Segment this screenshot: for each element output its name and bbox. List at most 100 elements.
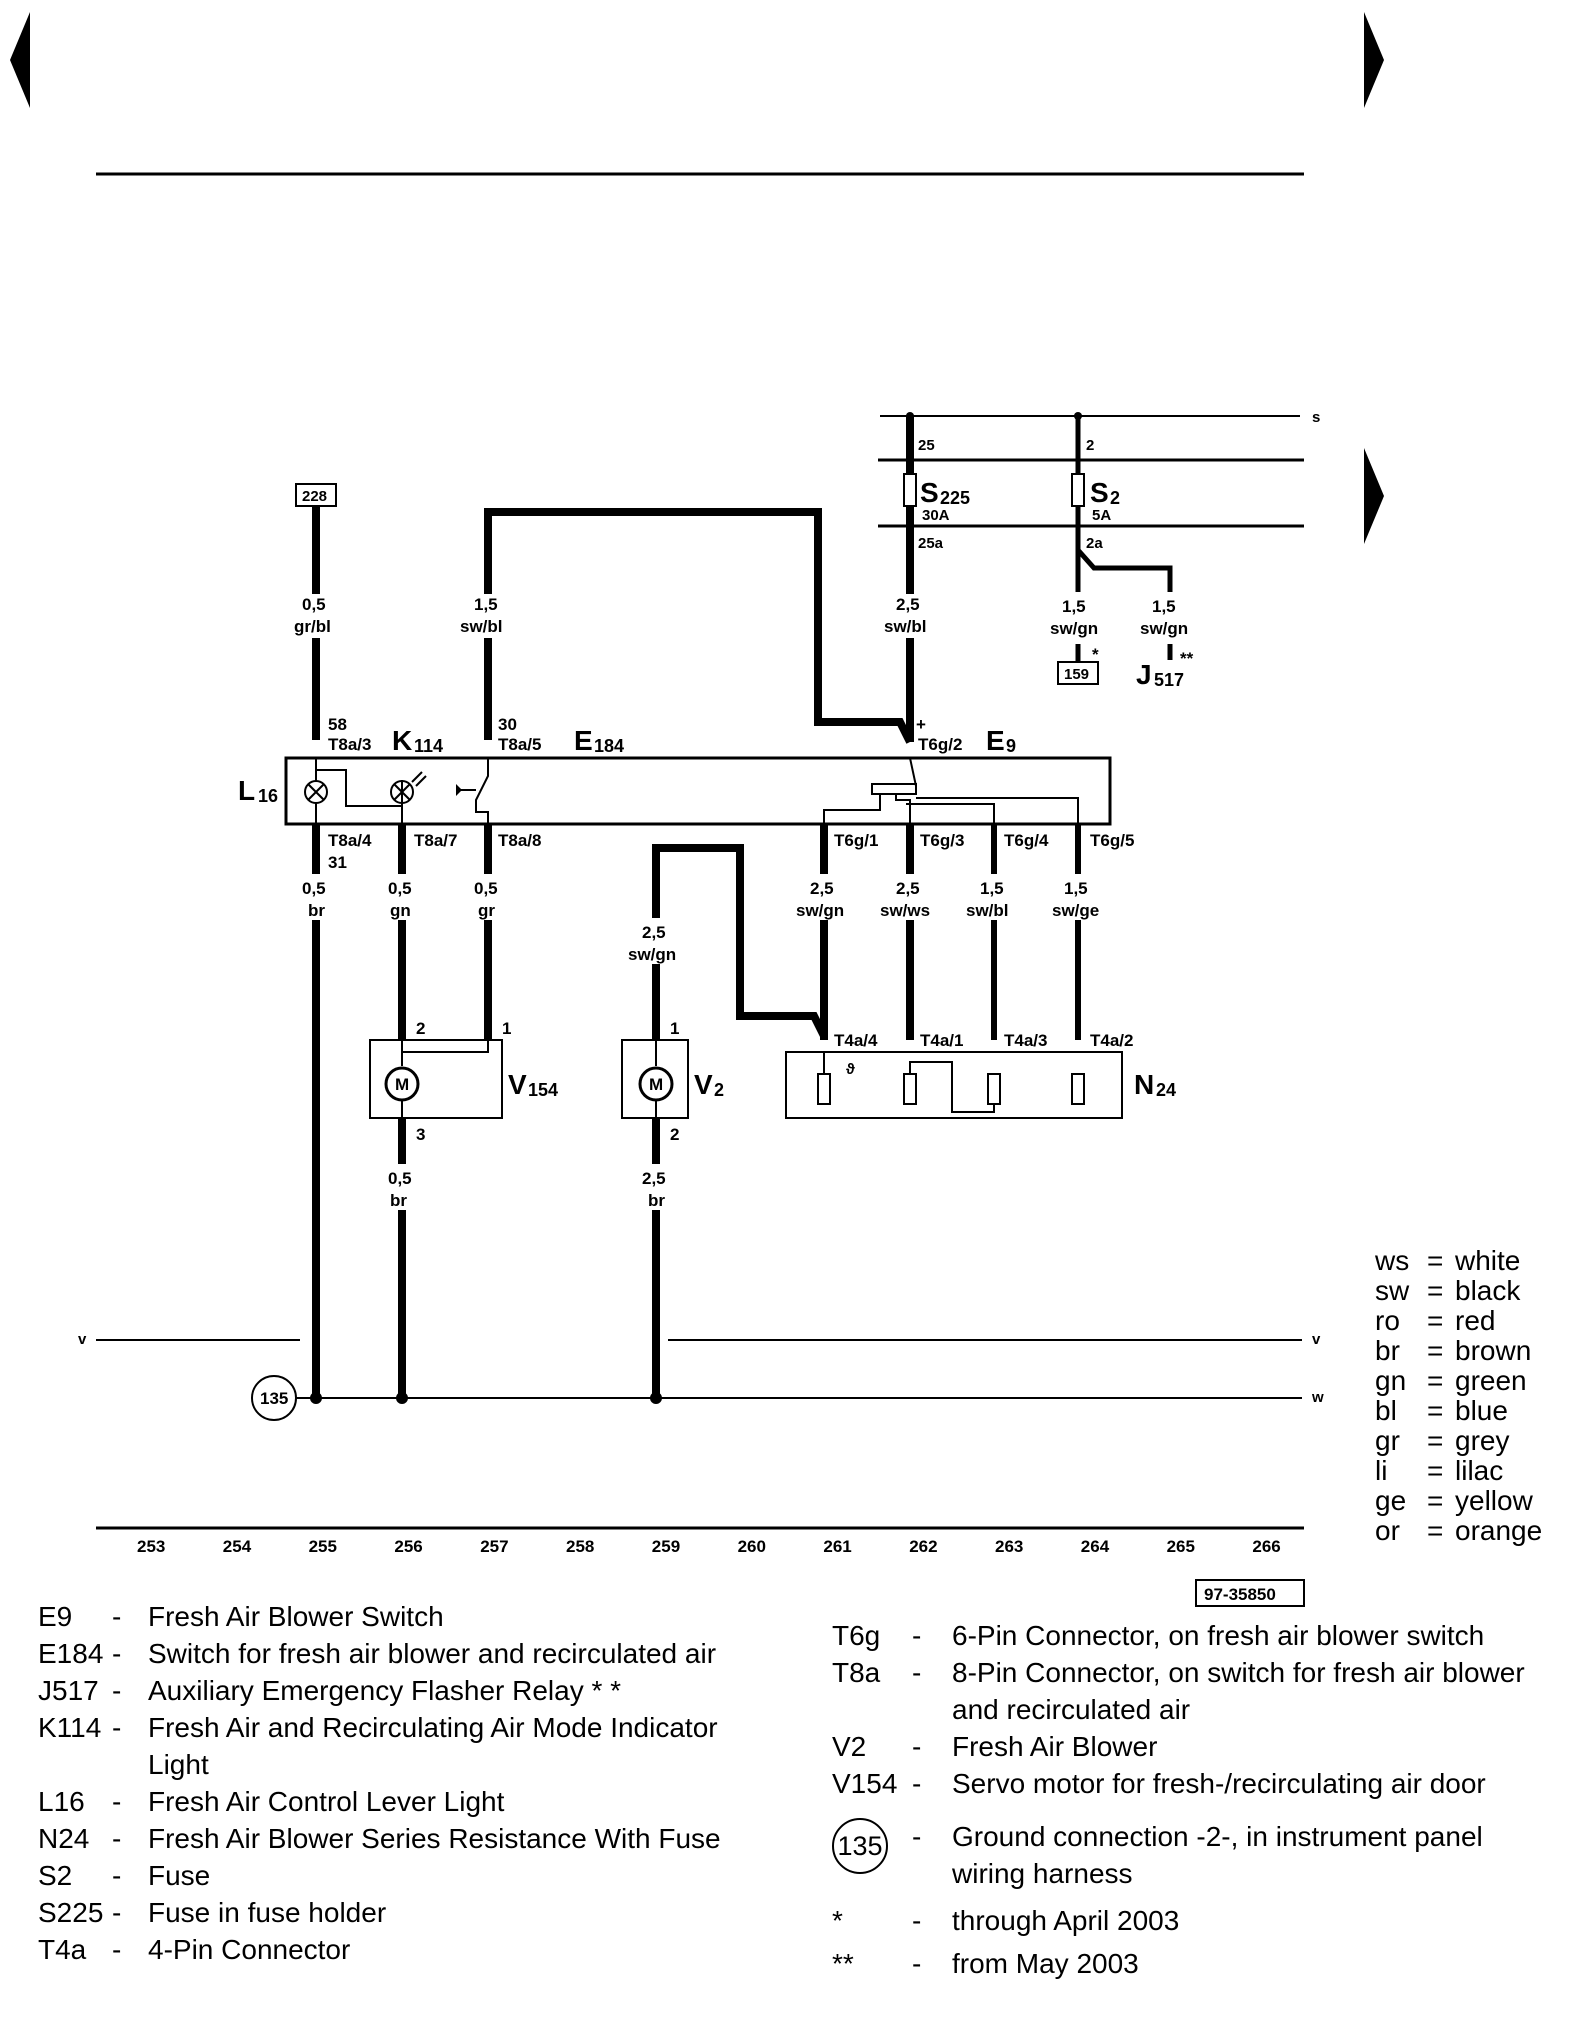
pin-v154-3: 3 <box>416 1125 425 1144</box>
wire-255top-size: 0,5 <box>302 595 326 614</box>
pin-v154-1: 1 <box>502 1019 511 1038</box>
color-key-row: ge=yellow <box>1375 1486 1542 1516</box>
prev-page-arrow[interactable] <box>10 12 30 108</box>
legend-code: V2 <box>832 1731 867 1762</box>
next-page-arrow[interactable] <box>1364 12 1384 108</box>
grid-number: 254 <box>223 1537 252 1556</box>
legend-code: S225 <box>38 1897 104 1928</box>
color-equals: = <box>1427 1395 1444 1426</box>
resistor-4 <box>1071 1073 1085 1105</box>
legend-description: 6-Pin Connector, on fresh air blower swi… <box>952 1617 1484 1654</box>
color-abbrev: sw <box>1375 1275 1410 1306</box>
pin-v154-2: 2 <box>416 1019 425 1038</box>
wire-264b-size: 1,5 <box>1152 597 1176 616</box>
grid-number: 263 <box>995 1537 1023 1556</box>
label-s225-sub: 225 <box>940 488 970 508</box>
pin-t6g1: T6g/1 <box>834 831 878 850</box>
legend-dash: - <box>912 1905 922 1936</box>
wire-264b-color: sw/gn <box>1140 619 1188 638</box>
ground-node-259 <box>650 1392 662 1404</box>
legend-dash: - <box>112 1897 122 1928</box>
label-n24-sub: 24 <box>1156 1080 1176 1100</box>
grid-number: 256 <box>394 1537 422 1556</box>
label-l16: L <box>238 775 255 806</box>
legend-dash: - <box>912 1768 922 1799</box>
legend-description: Fresh Air Blower Series Resistance With … <box>148 1820 721 1857</box>
legend-row: S2-Fuse <box>38 1857 721 1894</box>
label-s225: S <box>920 477 939 508</box>
legend-description-line: through April 2003 <box>952 1905 1180 1936</box>
wire-257bot-size: 0,5 <box>474 879 498 898</box>
legend-description-line: Servo motor for fresh-/recirculating air… <box>952 1768 1486 1799</box>
legend-description-line: Light <box>148 1749 209 1780</box>
legend-code: ** <box>832 1948 854 1979</box>
color-name: yellow <box>1455 1485 1533 1516</box>
color-abbrev: br <box>1375 1335 1400 1366</box>
wire-256bot-size: 0,5 <box>388 879 412 898</box>
switch-assembly-box <box>284 756 1112 826</box>
wire-256bot-color: gn <box>390 901 411 920</box>
label-s2-sub: 2 <box>1110 488 1120 508</box>
legend-row: 135-Ground connection -2-, in instrument… <box>832 1818 1525 1892</box>
legend-row: E184-Switch for fresh air blower and rec… <box>38 1635 721 1672</box>
legend-description-line: wiring harness <box>952 1858 1133 1889</box>
label-n24: N <box>1134 1069 1154 1100</box>
pin-25: 25 <box>918 437 935 454</box>
legend-description-line: Fuse in fuse holder <box>148 1897 387 1928</box>
node-s-264 <box>1074 412 1082 420</box>
legend-description-line: 6-Pin Connector, on fresh air blower swi… <box>952 1620 1485 1651</box>
legend-code: K114 <box>38 1712 102 1743</box>
pin-2a: 2a <box>1086 535 1103 552</box>
legend-row: V154-Servo motor for fresh-/recirculatin… <box>832 1765 1525 1802</box>
pin-plus: + <box>916 715 926 734</box>
pin-30: 30 <box>498 715 517 734</box>
legend-code: T8a <box>832 1657 881 1688</box>
pin-2: 2 <box>1086 437 1094 454</box>
wire-262top-size: 2,5 <box>896 595 920 614</box>
pin-t6g4: T6g/4 <box>1004 831 1049 850</box>
legend-code: * <box>832 1905 843 1936</box>
color-name: grey <box>1455 1425 1510 1456</box>
legend-row: V2-Fresh Air Blower <box>832 1728 1525 1765</box>
legend-description: Ground connection -2-, in instrument pan… <box>952 1818 1483 1892</box>
wire-262bot-color: sw/ws <box>880 901 930 920</box>
e9-contact-5 <box>916 797 1079 824</box>
pin-t4a4: T4a/4 <box>834 1031 878 1050</box>
legend-description-line: Ground connection -2-, in instrument pan… <box>952 1821 1483 1852</box>
color-name: green <box>1455 1365 1527 1396</box>
grid-number: 262 <box>909 1537 937 1556</box>
lamp-l16-x2 <box>307 783 325 801</box>
color-key-row: li=lilac <box>1375 1456 1542 1486</box>
grid-number: 257 <box>480 1537 508 1556</box>
legend-description-line: Fresh Air and Recirculating Air Mode Ind… <box>148 1712 718 1743</box>
color-abbrev: ro <box>1375 1305 1400 1336</box>
legend-dash: - <box>912 1731 922 1762</box>
switch-e9-symbol <box>871 783 917 795</box>
legend-code: E184 <box>38 1638 104 1669</box>
legend-dash: - <box>912 1821 922 1852</box>
label-v154: V <box>508 1069 527 1100</box>
color-equals: = <box>1427 1275 1444 1306</box>
color-name: lilac <box>1455 1455 1504 1486</box>
legend-description: 8-Pin Connector, on switch for fresh air… <box>952 1654 1525 1728</box>
continue-arrow[interactable] <box>1364 448 1384 544</box>
label-s2-rating: 5A <box>1092 507 1111 524</box>
legend-description: Fuse in fuse holder <box>148 1894 386 1931</box>
legend-dash: - <box>112 1638 122 1669</box>
resistor-1 <box>817 1073 831 1105</box>
grid-number: 253 <box>137 1537 165 1556</box>
switch-e184-symbol <box>475 758 489 824</box>
legend-description: Servo motor for fresh-/recirculating air… <box>952 1765 1486 1802</box>
legend-description: Fresh Air Blower Switch <box>148 1598 444 1635</box>
legend-dash: - <box>112 1786 122 1817</box>
ref-159: 159 <box>1064 666 1089 683</box>
color-equals: = <box>1427 1365 1444 1396</box>
pin-v2-1: 1 <box>670 1019 679 1038</box>
legend-code: T6g <box>832 1620 881 1651</box>
color-abbrev: li <box>1375 1455 1388 1486</box>
legend-description: 4-Pin Connector <box>148 1931 350 1968</box>
label-s225-rating: 30A <box>922 507 950 524</box>
wire-259gnd-color: br <box>648 1191 665 1210</box>
wire-261-size: 2,5 <box>810 879 834 898</box>
bus-v-label-left: v <box>78 1331 87 1348</box>
